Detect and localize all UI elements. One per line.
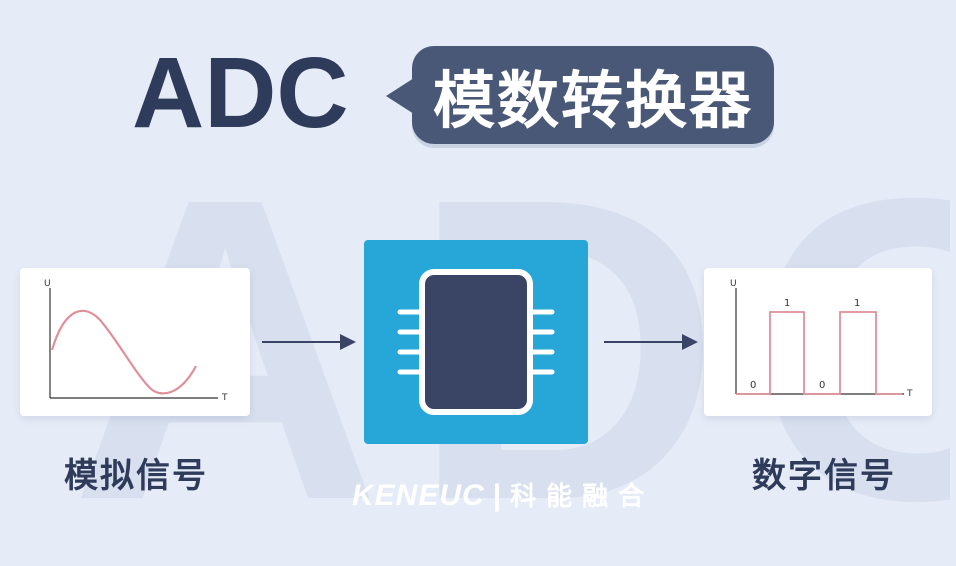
arrow-right-icon — [262, 334, 356, 350]
watermark-name: 科能融合 — [510, 482, 655, 512]
analog-signal-plot: U T — [44, 279, 228, 403]
adc-chip-panel — [364, 240, 588, 444]
analog-caption: 模拟信号 — [64, 456, 208, 496]
chip-icon — [397, 269, 555, 415]
analog-signal-card: U T — [20, 268, 250, 416]
brand-watermark: KENEUC|科能融合 — [352, 476, 654, 513]
watermark-brand: KENEUC — [352, 479, 485, 512]
arrow-right-icon — [604, 334, 698, 350]
pulse-label: 1 — [854, 298, 860, 309]
square-wave — [736, 311, 902, 395]
analog-x-label: T — [221, 393, 228, 403]
pulse-label: 0 — [819, 380, 825, 391]
chip-pins — [397, 309, 555, 375]
subtitle-text: 模数转换器 — [432, 64, 753, 137]
digital-x-label: T — [906, 389, 913, 399]
pulse-label: 0 — [750, 380, 756, 391]
digital-y-label: U — [730, 279, 737, 289]
pulse-label: 1 — [784, 298, 790, 309]
digital-signal-plot: U T 0 1 0 1 — [730, 279, 913, 399]
watermark-separator: | — [492, 479, 503, 512]
sine-wave — [50, 309, 197, 395]
digital-caption: 数字信号 — [752, 456, 896, 496]
analog-y-label: U — [44, 279, 51, 289]
digital-signal-card: U T 0 1 0 1 — [704, 268, 932, 416]
title-adc: ADC — [132, 37, 349, 149]
subtitle-bubble: 模数转换器 — [386, 46, 774, 144]
